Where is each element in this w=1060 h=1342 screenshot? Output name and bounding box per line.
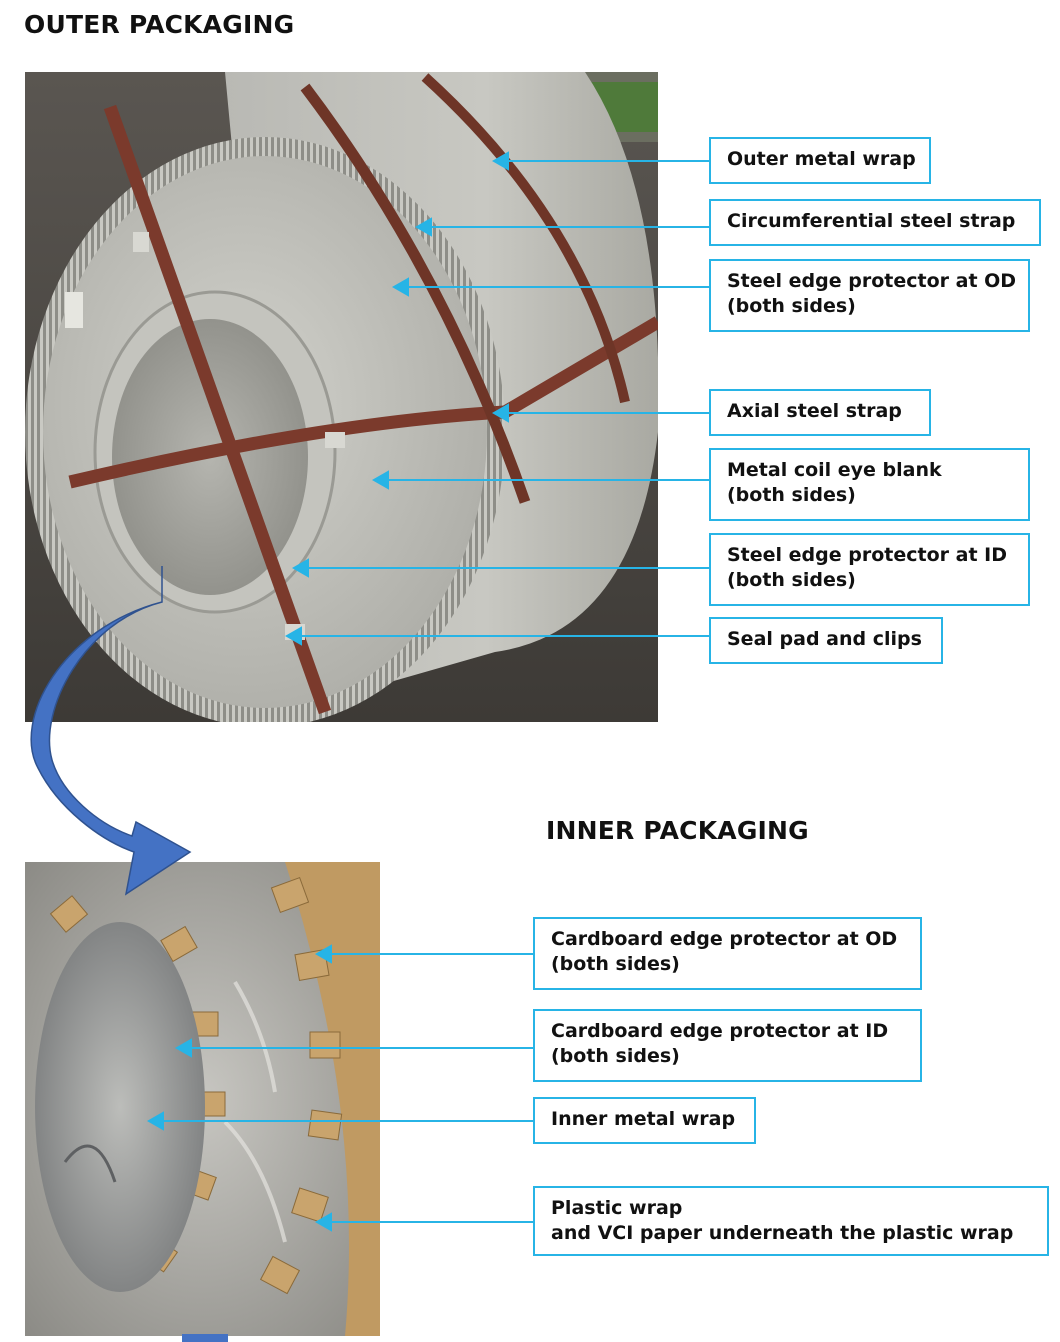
callout-cardboard-edge-protector-od: Cardboard edge protector at OD (both sid…: [533, 917, 922, 990]
callout-outer-metal-wrap: Outer metal wrap: [709, 137, 931, 184]
callout-steel-edge-protector-od: Steel edge protector at OD (both sides): [709, 259, 1030, 332]
callout-plastic-wrap-vci-paper: Plastic wrap and VCI paper underneath th…: [533, 1186, 1049, 1256]
callout-axial-steel-strap: Axial steel strap: [709, 389, 931, 436]
callout-seal-pad-and-clips: Seal pad and clips: [709, 617, 943, 664]
callout-steel-edge-protector-id: Steel edge protector at ID (both sides): [709, 533, 1030, 606]
callout-metal-coil-eye-blank: Metal coil eye blank (both sides): [709, 448, 1030, 521]
callout-circumferential-steel-strap: Circumferential steel strap: [709, 199, 1041, 246]
callout-cardboard-edge-protector-id: Cardboard edge protector at ID (both sid…: [533, 1009, 922, 1082]
callout-inner-metal-wrap: Inner metal wrap: [533, 1097, 756, 1144]
